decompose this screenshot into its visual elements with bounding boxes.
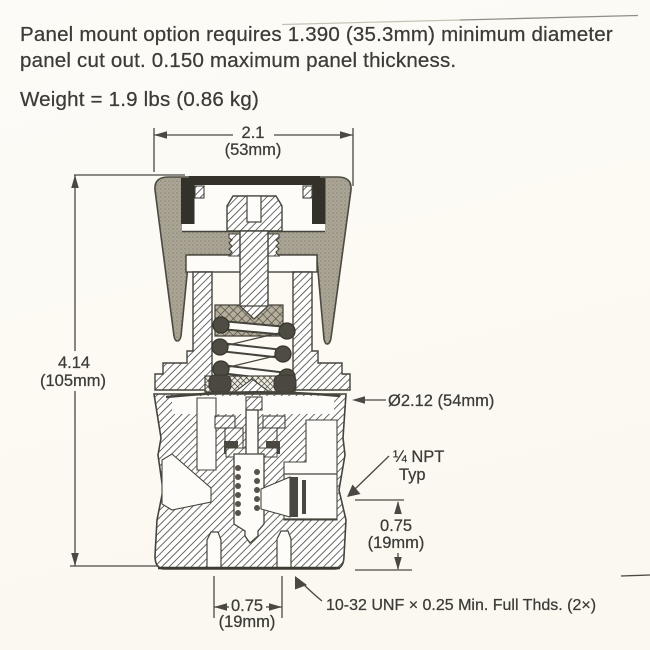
svg-text:Ø2.12 (54mm): Ø2.12 (54mm)	[388, 392, 494, 410]
svg-text:Typ: Typ	[399, 466, 426, 484]
svg-text:(105mm): (105mm)	[40, 372, 106, 390]
svg-text:panel cut out. 0.150 maximum p: panel cut out. 0.150 maximum panel thick…	[20, 49, 456, 72]
svg-text:0.75: 0.75	[231, 597, 263, 615]
svg-text:0.75: 0.75	[380, 517, 412, 535]
svg-text:4.14: 4.14	[58, 354, 90, 372]
svg-text:(53mm): (53mm)	[225, 141, 282, 159]
svg-text:¼ NPT: ¼ NPT	[393, 448, 444, 466]
svg-text:Panel mount option requires 1.: Panel mount option requires 1.390 (35.3m…	[20, 23, 613, 46]
svg-text:(19mm): (19mm)	[368, 534, 425, 552]
svg-text:(19mm): (19mm)	[219, 613, 276, 631]
svg-text:Weight = 1.9 lbs (0.86 kg): Weight = 1.9 lbs (0.86 kg)	[20, 88, 259, 111]
svg-text:2.1: 2.1	[242, 124, 265, 142]
svg-text:10-32 UNF × 0.25 Min. Full Thd: 10-32 UNF × 0.25 Min. Full Thds. (2×)	[326, 597, 596, 614]
